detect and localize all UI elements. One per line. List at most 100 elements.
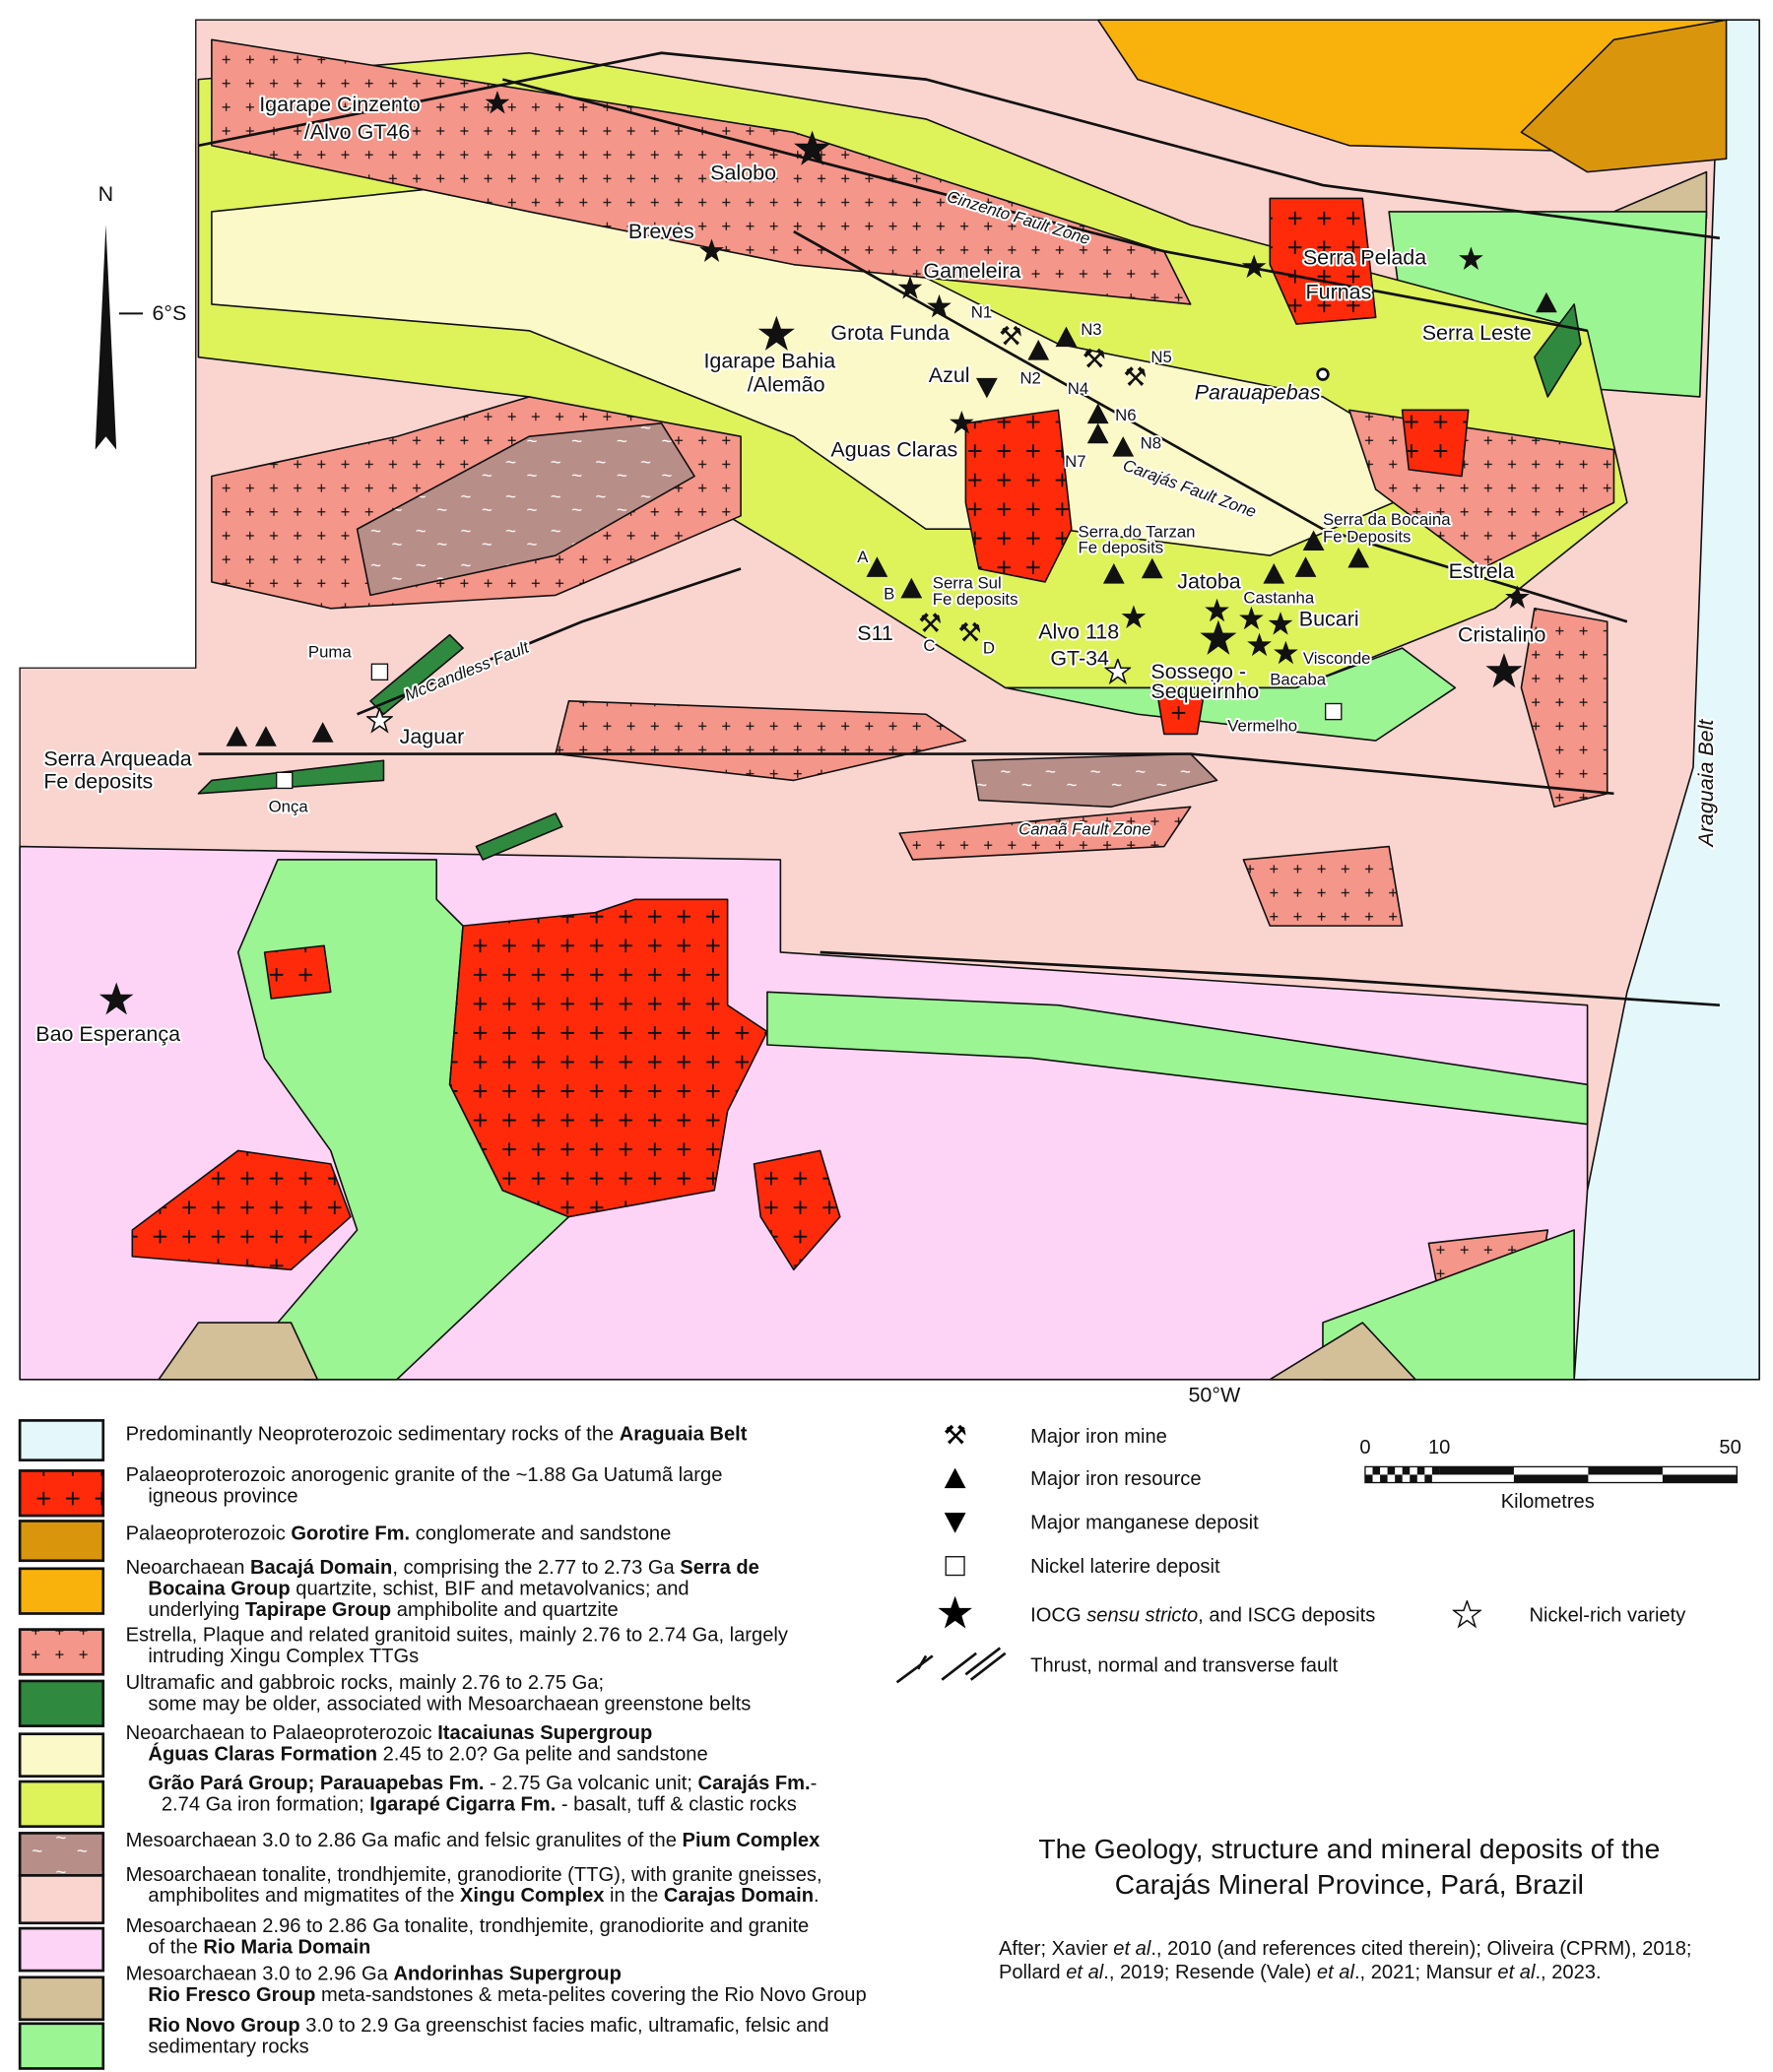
legend-text-line: Mesoarchaean 3.0 to 2.86 Ga mafic and fe…	[126, 1830, 821, 1851]
label-cristalino: Cristalino	[1458, 622, 1546, 646]
label-parauapebas: Parauapebas	[1195, 381, 1321, 405]
label-c: C	[923, 636, 935, 655]
label-salobo: Salobo	[710, 162, 776, 185]
legend-text-line: Neoarchaean to Palaeoproterozoic Itacaiu…	[126, 1722, 653, 1744]
uatuma-granite-south	[448, 898, 768, 1218]
label-visconde: Visconde	[1303, 649, 1371, 668]
legend-text-line: Mesoarchaean 3.0 to 2.96 Ga Andorinhas S…	[126, 1963, 622, 1984]
legend-text-line: underlying Tapirape Group amphibolite an…	[148, 1599, 618, 1621]
legend-text-line: Palaeoproterozoic Gorotire Fm. conglomer…	[126, 1522, 672, 1544]
iron-mine-icon[interactable]: ⚒	[999, 322, 1022, 352]
label-vermelho: Vermelho	[1227, 717, 1297, 736]
label-serra-sul-fe: Fe deposits	[933, 590, 1018, 609]
label-bao-esperanca: Bao Esperança	[35, 1022, 180, 1046]
legend-text-line: Mesoarchaean 2.96 to 2.86 Ga tonalite, t…	[126, 1915, 810, 1937]
label-b: B	[884, 584, 894, 603]
legend-text-line: Grão Pará Group; Parauapebas Fm. - 2.75 …	[148, 1773, 817, 1794]
legend-swatch	[18, 1926, 105, 1973]
estrella-granitoid-canaa	[898, 806, 1192, 861]
gorotire-area	[1520, 19, 1728, 173]
uatuma-granite-small-2	[753, 1149, 841, 1271]
label-estrela: Estrela	[1449, 559, 1515, 583]
legend-swatch	[18, 1975, 105, 2022]
legend-swatch	[18, 1780, 105, 1829]
legend-iron-mine-icon: ⚒	[944, 1421, 967, 1451]
label-n2: N2	[1019, 369, 1040, 388]
scale-tick-0: 0	[1359, 1437, 1370, 1458]
nickel-deposit-icon[interactable]	[370, 663, 389, 681]
label-castanha: Castanha	[1243, 588, 1314, 607]
scale-segment	[1372, 1466, 1381, 1475]
legend-iron-resource-label: Major iron resource	[1030, 1468, 1201, 1490]
label-gt34: GT-34	[1050, 647, 1109, 671]
label-a: A	[857, 548, 869, 566]
iron-mine-icon[interactable]: ⚒	[1123, 362, 1147, 392]
legend-fault-icon	[895, 1647, 1007, 1684]
legend-nickel-rich-label: Nickel-rich variety	[1529, 1605, 1686, 1627]
iron-mine-icon[interactable]: ⚒	[918, 609, 942, 638]
label-serra-da-bocaina-fe: Fe Deposits	[1323, 528, 1411, 547]
legend-text-line: Mesoarchaean tonalite, trondhjemite, gra…	[126, 1864, 822, 1886]
label-araguaia-belt: Araguaia Belt	[1694, 719, 1718, 849]
nickel-deposit-icon[interactable]	[276, 771, 294, 790]
north-label: N	[98, 182, 114, 206]
legend-text-line: igneous province	[148, 1486, 297, 1508]
label-n7: N7	[1065, 452, 1085, 471]
legend-text-line: Ultramafic and gabbroic rocks, mainly 2.…	[126, 1672, 604, 1694]
label-breves: Breves	[628, 220, 694, 243]
uatuma-granite-small-4	[1156, 693, 1205, 736]
legend-item-pium: Mesoarchaean 3.0 to 2.86 Ga mafic and fe…	[18, 1830, 821, 1877]
scale-segment	[1662, 1474, 1738, 1483]
estrella-granitoid-north	[211, 38, 1192, 305]
legend-text-line: Águas Claras Formation 2.45 to 2.0? Ga p…	[148, 1743, 707, 1766]
legend-item-araguaia: Predominantly Neoproterozoic sedimentary…	[18, 1419, 748, 1462]
uatuma-granite-small-3	[1401, 409, 1470, 478]
legend-swatch	[18, 1732, 105, 1779]
legend-item-andorinhas: Mesoarchaean 3.0 to 2.96 Ga Andorinhas S…	[18, 1963, 867, 2022]
iron-mine-icon[interactable]: ⚒	[1083, 344, 1106, 373]
citation: After; Xavier et al., 2010 (and referenc…	[999, 1938, 1692, 1983]
legend-text-line: Rio Novo Group 3.0 to 2.9 Ga greenschist…	[148, 2015, 828, 2037]
cinzento-fault	[501, 78, 1588, 333]
canaa-fault	[198, 752, 1614, 796]
andorinhas-south-1	[158, 1322, 319, 1381]
ultramafic-4	[475, 812, 563, 861]
andorinhas-south-2	[1269, 1322, 1416, 1381]
legend-nickel-rich-star-icon	[1453, 1600, 1481, 1628]
legend-text-line: intruding Xingu Complex TTGs	[148, 1646, 419, 1667]
label-grota-funda: Grota Funda	[830, 321, 950, 345]
label-n3: N3	[1081, 320, 1101, 339]
legend-item-xingu: Mesoarchaean tonalite, trondhjemite, gra…	[18, 1864, 822, 1925]
northern-thrust	[198, 51, 1721, 240]
label-serra-arqueada: Serra Arqueada	[43, 747, 191, 771]
legend-nickel-icon	[945, 1556, 965, 1577]
label-serra-leste: Serra Leste	[1422, 321, 1532, 345]
deposit-markers: ⚒ ⚒ ⚒ ⚒ ⚒	[98, 91, 1557, 1015]
north-arrow-icon	[95, 225, 117, 450]
scale-tick-50: 50	[1719, 1437, 1740, 1458]
label-serra-do-tarzan: Serra do Tarzan	[1079, 522, 1196, 541]
legend-iocg-star-icon	[938, 1595, 972, 1629]
legend-swatch	[18, 1469, 105, 1518]
uatuma-granite-southwest	[131, 1149, 352, 1271]
nickel-deposit-icon[interactable]	[1324, 702, 1343, 721]
label-onca: Onça	[269, 798, 309, 816]
town-icon	[1316, 367, 1330, 381]
uatuma-granite-small-1	[263, 944, 332, 1000]
label-serra-da-bocaina: Serra da Bocaina	[1323, 510, 1451, 529]
legend-swatch	[18, 1832, 105, 1877]
label-n8: N8	[1141, 433, 1161, 452]
geological-map: N 6°S 50°W	[19, 19, 1760, 1409]
uatuma-granite-central	[964, 409, 1073, 583]
label-n1: N1	[971, 302, 992, 321]
iron-mine-icon[interactable]: ⚒	[957, 617, 981, 647]
scale-tick-10: 10	[1428, 1437, 1450, 1458]
rio-novo-strip	[766, 991, 1589, 1126]
legend-swatch	[18, 2022, 105, 2070]
legend-swatch	[18, 1520, 105, 1563]
legend-item-ultramafic: Ultramafic and gabbroic rocks, mainly 2.…	[18, 1672, 751, 1727]
legend-text-line: amphibolites and migmatites of the Xingu…	[148, 1885, 819, 1907]
label-alemao: /Alemão	[748, 373, 825, 397]
scale-segment	[1410, 1474, 1417, 1483]
legend-text-line: of the Rio Maria Domain	[148, 1937, 370, 1959]
